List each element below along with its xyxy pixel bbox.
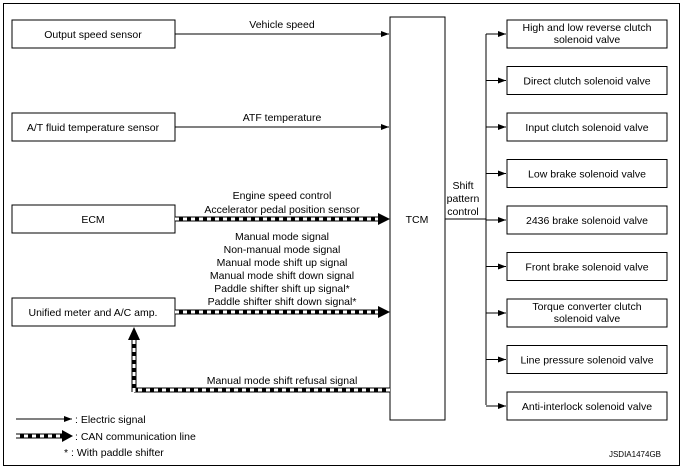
output-solenoid-label: Line pressure solenoid valve	[520, 355, 653, 367]
output-solenoid-box: Front brake solenoid valve	[486, 252, 668, 281]
diagram-frame	[3, 3, 680, 466]
output-solenoid-label: Torque converter clutch	[532, 301, 641, 313]
output-solenoid-rect	[506, 205, 668, 235]
output-solenoid-box: Direct clutch solenoid valve	[486, 66, 668, 95]
output-solenoid-label: Input clutch solenoid valve	[525, 122, 648, 134]
output-solenoid-rect	[506, 159, 668, 188]
legend-paddle-label: * : With paddle shifter	[64, 447, 164, 459]
meter-can-line	[175, 306, 390, 318]
ecm-signal-label-2: Accelerator pedal position sensor	[204, 204, 360, 216]
meter-signal-label-3: Manual mode shift up signal	[217, 257, 348, 269]
diagram-code: JSDIA1474GB	[609, 450, 661, 459]
unified-meter-box: Unified meter and A/C amp.	[11, 297, 176, 327]
output-solenoid-label: Front brake solenoid valve	[525, 262, 648, 274]
output-solenoid-label: solenoid valve	[554, 313, 621, 325]
output-solenoid-label: Anti-interlock solenoid valve	[522, 401, 652, 413]
meter-signal-label-2: Non-manual mode signal	[224, 244, 341, 256]
meter-signal-label-4: Manual mode shift down signal	[210, 270, 354, 282]
refusal-signal-label: Manual mode shift refusal signal	[207, 375, 358, 387]
output-solenoid-box: Line pressure solenoid valve	[486, 345, 668, 374]
ecm-signal-label-1: Engine speed control	[233, 190, 332, 202]
output-solenoid-rect	[506, 112, 668, 142]
output-solenoid-label: Direct clutch solenoid valve	[523, 76, 650, 88]
output-solenoid-label: Low brake solenoid valve	[528, 169, 646, 181]
output-solenoid-rect	[506, 298, 668, 328]
shift-pattern-label-3: control	[447, 206, 479, 218]
output-solenoid-label: High and low reverse clutch	[523, 22, 652, 34]
legend: : Electric signal : CAN communication li…	[16, 414, 196, 459]
ecm-box: ECM	[11, 204, 176, 234]
output-solenoid-rect	[506, 252, 668, 281]
output-speed-sensor-box: Output speed sensor	[11, 19, 176, 49]
output-solenoid-box: 2436 brake solenoid valve	[486, 205, 668, 235]
atf-temp-sensor-label: A/T fluid temperature sensor	[27, 122, 160, 134]
meter-signal-label-5: Paddle shifter shift up signal*	[214, 283, 349, 295]
tcm-label: TCM	[406, 214, 429, 226]
output-solenoid-box: Input clutch solenoid valve	[486, 112, 668, 142]
output-solenoid-rect	[506, 345, 668, 374]
output-solenoid-box: Anti-interlock solenoid valve	[486, 391, 668, 421]
output-solenoid-rect	[506, 66, 668, 95]
ecm-can-line	[175, 213, 390, 225]
shift-pattern-label-2: pattern	[447, 193, 480, 205]
output-solenoid-label: solenoid valve	[554, 34, 621, 46]
output-solenoid-rect	[506, 19, 668, 49]
output-solenoid-label: 2436 brake solenoid valve	[526, 215, 648, 227]
legend-can-label: : CAN communication line	[75, 431, 196, 443]
vehicle-speed-label: Vehicle speed	[249, 19, 315, 31]
output-solenoid-rect	[506, 391, 668, 421]
ecm-label: ECM	[81, 214, 104, 226]
meter-signal-label-1: Manual mode signal	[235, 231, 329, 243]
legend-electric-label: : Electric signal	[75, 414, 146, 426]
tcm-box: TCM	[389, 16, 446, 421]
atf-temperature-label: ATF temperature	[243, 112, 322, 124]
refusal-can-line	[128, 327, 390, 393]
shift-pattern-label-1: Shift	[452, 180, 473, 192]
output-speed-sensor-label: Output speed sensor	[44, 29, 142, 41]
meter-signal-label-6: Paddle shifter shift down signal*	[208, 296, 357, 308]
atf-temp-sensor-box: A/T fluid temperature sensor	[11, 112, 176, 142]
output-solenoid-box: Low brake solenoid valve	[486, 159, 668, 188]
unified-meter-label: Unified meter and A/C amp.	[29, 307, 158, 319]
legend-can-line	[16, 430, 73, 442]
